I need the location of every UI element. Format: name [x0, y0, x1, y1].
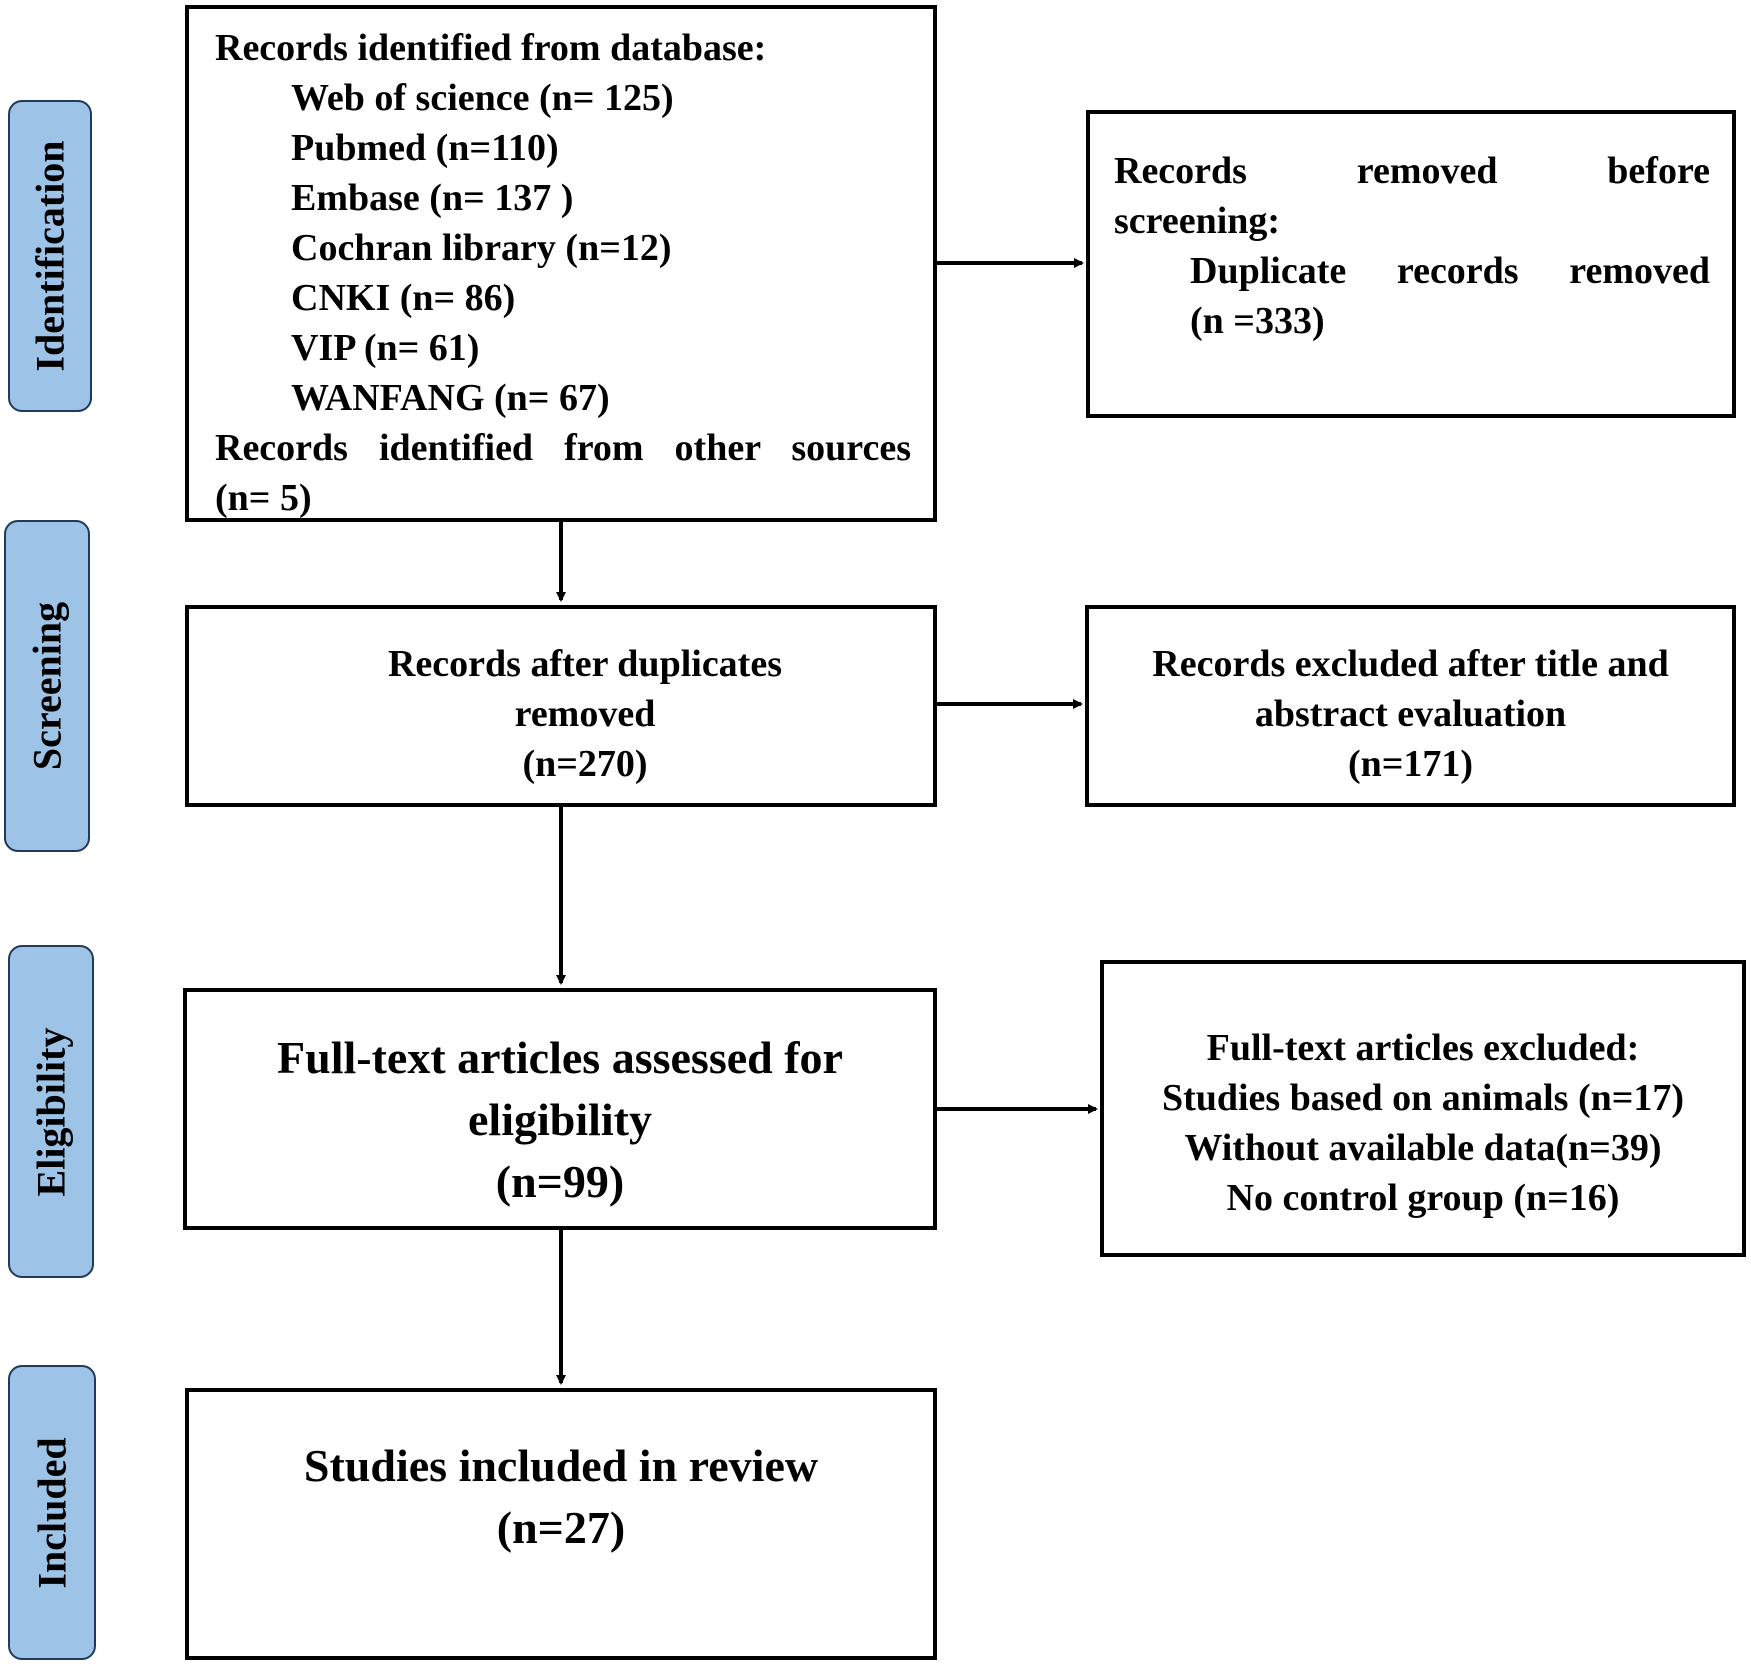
database-wanfang: WANFANG (n= 67) — [291, 377, 610, 419]
phase-included: Included — [8, 1365, 96, 1660]
excluded-line2: abstract evaluation — [1254, 693, 1567, 735]
records-after-duplicates-box: Records after duplicates removed (n=270) — [185, 605, 937, 807]
phase-eligibility: Eligibility — [8, 945, 94, 1278]
full-text-assessed-box: Full-text articles assessed for eligibil… — [183, 988, 937, 1230]
database-cochrane: Cochran library (n=12) — [291, 227, 672, 269]
removed-line4: (n =333) — [1190, 300, 1325, 342]
eligibility-line1: Full-text articles assessed for — [277, 1032, 843, 1083]
removed-line2: screening: — [1114, 200, 1281, 242]
ft-excluded-line1: Full-text articles excluded: — [1206, 1027, 1640, 1069]
ft-excluded-line2: Studies based on animals (n=17) — [1161, 1077, 1685, 1119]
records-excluded-box: Records excluded after title and abstrac… — [1085, 605, 1736, 807]
phase-screening: Screening — [4, 520, 90, 852]
excluded-line1: Records excluded after title and — [1152, 643, 1669, 685]
studies-included-box: Studies included in review (n=27) — [185, 1388, 937, 1660]
identification-heading: Records identified from database: — [215, 27, 767, 69]
database-cnki: CNKI (n= 86) — [291, 277, 516, 319]
included-line1: Studies included in review — [303, 1440, 819, 1491]
identification-box: Records identified from database: Web of… — [185, 5, 937, 522]
database-pubmed: Pubmed (n=110) — [291, 127, 559, 169]
full-text-excluded-box: Full-text articles excluded: Studies bas… — [1100, 960, 1746, 1257]
database-vip: VIP (n= 61) — [291, 327, 480, 369]
excluded-line3: (n=171) — [1347, 743, 1474, 785]
ft-excluded-line3: Without available data(n=39) — [1184, 1127, 1662, 1169]
screening-line2: removed — [514, 693, 656, 735]
removed-line3: Duplicate records removed — [1190, 250, 1710, 292]
other-sources-line1: Records identified from other sources — [215, 427, 911, 469]
screening-line1: Records after duplicates — [387, 643, 782, 685]
eligibility-line3: (n=99) — [495, 1156, 625, 1207]
eligibility-line2: eligibility — [468, 1094, 652, 1145]
other-sources-line2: (n= 5) — [215, 477, 312, 519]
database-embase: Embase (n= 137 ) — [291, 177, 574, 219]
removed-line1: Records removed before — [1114, 150, 1710, 192]
ft-excluded-line4: No control group (n=16) — [1226, 1177, 1620, 1219]
removed-before-screening-box: Records removed before screening: Duplic… — [1086, 110, 1736, 418]
phase-identification: Identification — [8, 100, 92, 412]
database-web-of-science: Web of science (n= 125) — [291, 77, 674, 119]
screening-line3: (n=270) — [522, 743, 648, 785]
included-line2: (n=27) — [496, 1502, 626, 1553]
